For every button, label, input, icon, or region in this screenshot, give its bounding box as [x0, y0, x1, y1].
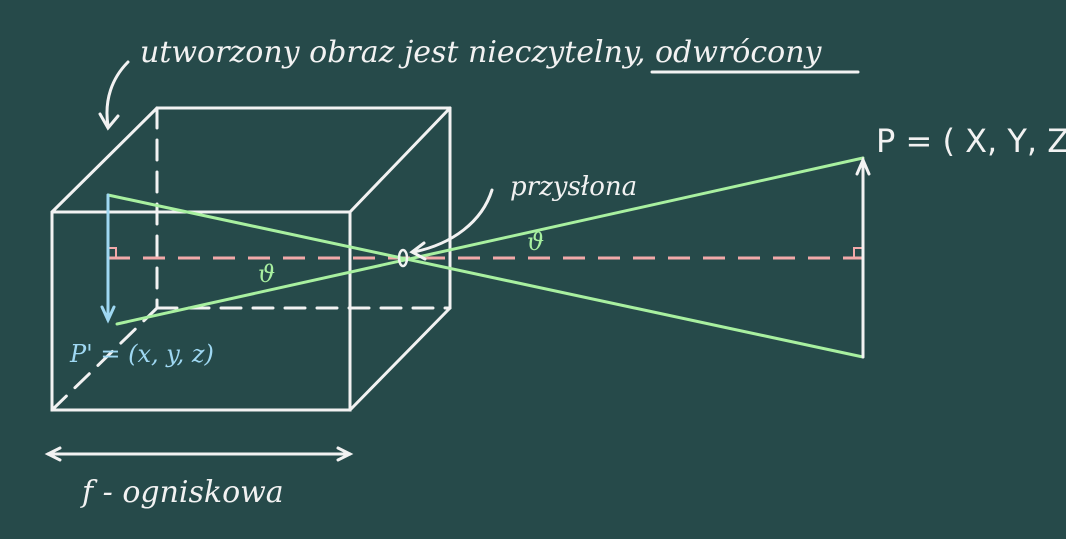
point-object-label: P = ( X, Y, Z) — [876, 122, 1066, 160]
pinhole-pointer-arrow — [412, 188, 494, 254]
ray-top-object-to-bottom-image — [115, 156, 865, 326]
focal-length-label: f - ogniskowa — [80, 475, 284, 510]
focal-arrow-right-head — [336, 446, 354, 462]
focal-arrow-left-head — [44, 446, 62, 462]
optical-axis — [108, 247, 862, 260]
note-pointer-arrowhead — [98, 112, 120, 131]
pinhole-label: przysłona — [510, 172, 637, 202]
point-image-label: P' = (x, y, z) — [69, 340, 214, 368]
note-pointer-arrow — [105, 60, 130, 128]
pinhole-pointer-arrowhead — [409, 241, 427, 261]
ray-bottom-object-to-top-image — [106, 193, 865, 359]
camera-box — [50, 106, 452, 412]
box-top-right-edge — [348, 106, 452, 214]
focal-length-arrow — [44, 446, 354, 462]
hidden-bottom-left-edge — [50, 306, 159, 412]
angle-right-label: ϑ — [527, 228, 544, 256]
box-bottom-right-edge — [348, 306, 452, 412]
object-arrow-head — [855, 156, 871, 176]
pinhole-aperture — [397, 248, 409, 268]
object-arrow — [855, 156, 871, 359]
box-top-left-edge — [50, 106, 159, 214]
image-arrow — [100, 193, 116, 324]
image-arrow-head — [100, 305, 116, 324]
light-rays — [106, 156, 865, 359]
angle-left-label: ϑ — [258, 260, 275, 288]
top-note-text: utworzony obraz jest nieczytelny, odwróc… — [140, 35, 823, 70]
right-angle-mark-left — [108, 247, 117, 258]
right-angle-mark-right — [853, 247, 862, 258]
box-front-face — [50, 210, 352, 412]
box-hidden-edges — [50, 106, 452, 412]
